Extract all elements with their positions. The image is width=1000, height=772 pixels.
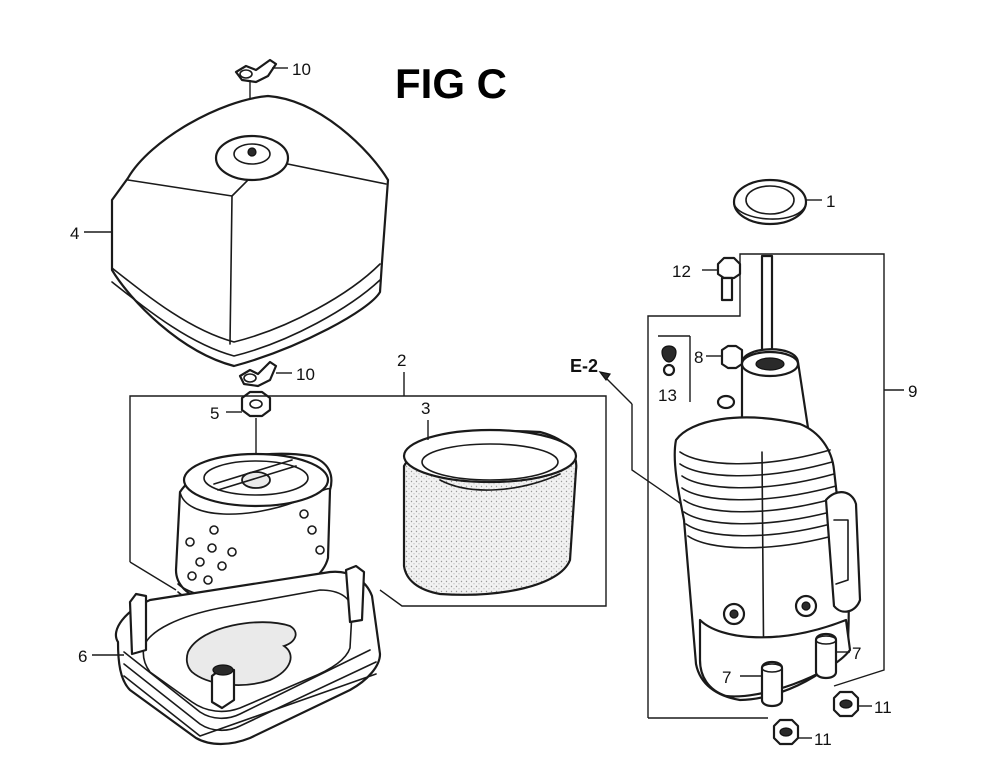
callout-13: 13 bbox=[658, 386, 677, 405]
callout-3: 3 bbox=[421, 399, 430, 418]
callout-4: 4 bbox=[70, 224, 79, 243]
bracket-9 bbox=[647, 253, 885, 718]
bolt-12 bbox=[716, 256, 742, 302]
nut-11-right bbox=[832, 690, 860, 718]
nut-5 bbox=[240, 390, 272, 418]
callout-7-left: 7 bbox=[722, 668, 731, 687]
dowel-pin-7-right bbox=[814, 632, 838, 680]
air-cleaner-cover bbox=[110, 94, 390, 368]
callout-6: 6 bbox=[78, 647, 87, 666]
dowel-8 bbox=[720, 344, 744, 370]
callout-1: 1 bbox=[826, 192, 835, 211]
callout-10-top: 10 bbox=[292, 60, 311, 79]
reference-e2: E-2 bbox=[570, 356, 598, 376]
callout-11-bottom: 11 bbox=[814, 730, 832, 749]
clip-13 bbox=[658, 335, 691, 402]
callout-12: 12 bbox=[672, 262, 691, 281]
callout-8: 8 bbox=[694, 348, 703, 367]
air-cleaner-base bbox=[114, 564, 382, 746]
bracket-2 bbox=[129, 395, 607, 607]
wing-nut-top bbox=[234, 58, 278, 84]
callout-2: 2 bbox=[397, 351, 406, 370]
callout-7-right: 7 bbox=[852, 644, 861, 663]
foam-element bbox=[402, 428, 578, 596]
elbow-pipe bbox=[673, 254, 862, 702]
gasket-ring bbox=[732, 178, 808, 226]
reference-arrow bbox=[603, 375, 633, 405]
callout-10-middle: 10 bbox=[296, 365, 315, 384]
callout-11-right: 11 bbox=[874, 698, 892, 717]
callout-5: 5 bbox=[210, 404, 219, 423]
callout-9: 9 bbox=[908, 382, 917, 401]
nut-11-bottom bbox=[772, 718, 800, 746]
wing-nut-middle bbox=[238, 360, 278, 388]
dowel-pin-7-left bbox=[760, 660, 784, 708]
figure-title: FIG C bbox=[395, 60, 507, 107]
